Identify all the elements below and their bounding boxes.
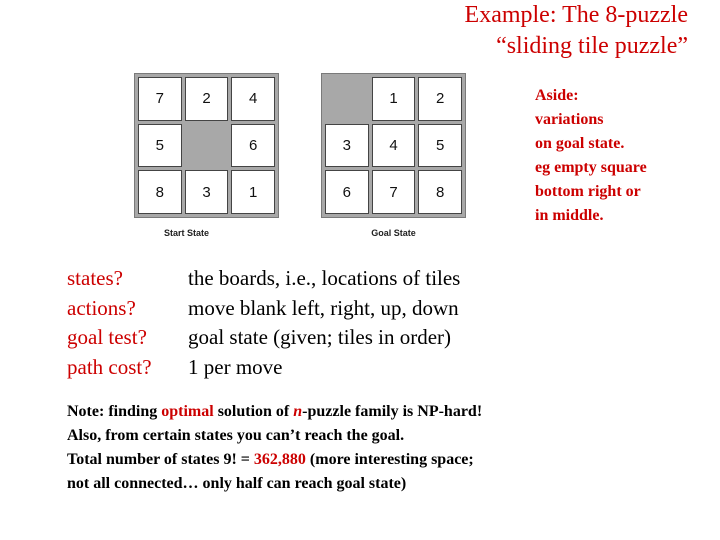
note-text: -puzzle family is NP-hard! [302, 403, 483, 420]
qa-question: goal test? [67, 325, 147, 349]
n-variable: n [293, 403, 303, 420]
complexity-note: Note: finding optimal solution of n-puzz… [67, 400, 697, 496]
goal-tile: 2 [418, 77, 462, 121]
note-line-2: Also, from certain states you can’t reac… [67, 427, 405, 444]
aside-line: variations [535, 111, 604, 128]
goal-tile: 6 [325, 170, 369, 214]
qa-row-states: states? the boards, i.e., locations of t… [67, 264, 460, 294]
state-count-highlight: 362,880 [253, 451, 306, 468]
start-tile: 5 [138, 123, 182, 168]
blank-tile [325, 77, 369, 121]
qa-answer: the boards, i.e., locations of tiles [188, 266, 461, 290]
start-tile: 4 [231, 77, 275, 121]
aside-note: Aside: variations on goal state. eg empt… [535, 84, 715, 228]
note-line-3: Total number of states 9! = 362,880 (mor… [67, 448, 697, 472]
problem-formulation: states? the boards, i.e., locations of t… [67, 264, 460, 382]
aside-line: Aside: [535, 87, 579, 104]
note-line-4: not all connected… only half can reach g… [67, 475, 407, 492]
optimal-highlight: optimal [161, 403, 214, 420]
goal-tile: 4 [371, 123, 416, 168]
qa-question: actions? [67, 295, 136, 320]
aside-line: on goal state. [535, 135, 625, 152]
aside-line: in middle. [535, 207, 604, 224]
blank-tile [184, 123, 229, 168]
note-text: Note: finding [67, 403, 162, 420]
goal-tile: 8 [418, 170, 462, 214]
goal-tile: 3 [325, 123, 369, 168]
qa-answer: 1 per move [188, 354, 283, 379]
note-line-1: Note: finding optimal solution of n-puzz… [67, 400, 697, 424]
start-tile: 8 [138, 170, 182, 214]
note-text: Total number of states 9! = [67, 451, 254, 468]
slide-title: Example: The 8-puzzle “sliding tile puzz… [268, 0, 688, 62]
qa-row-actions: actions? move blank left, right, up, dow… [67, 294, 460, 324]
goal-tile: 7 [371, 170, 416, 214]
aside-line: eg empty square [535, 159, 647, 176]
start-state-label: Start State [163, 228, 209, 238]
aside-line: bottom right or [535, 183, 641, 200]
start-tile: 2 [184, 77, 229, 121]
goal-state-board: 1 2 3 4 5 6 7 8 [321, 73, 466, 218]
qa-question: path cost? [67, 354, 152, 379]
start-tile: 6 [231, 123, 275, 168]
qa-answer: move blank left, right, up, down [188, 295, 459, 320]
start-tile: 7 [138, 77, 182, 121]
qa-answer: goal state (given; tiles in order) [188, 325, 452, 349]
qa-row-path-cost: path cost? 1 per move [67, 353, 460, 383]
goal-state-label: Goal State [371, 228, 416, 238]
qa-row-goal-test: goal test? goal state (given; tiles in o… [67, 323, 460, 353]
note-text: (more interesting space; [305, 451, 474, 468]
title-line-2: “sliding tile puzzle” [496, 33, 688, 59]
start-tile: 3 [184, 170, 229, 214]
title-line-1: Example: The 8-puzzle [464, 2, 688, 28]
start-state-board: 7 2 4 5 6 8 3 1 [134, 73, 279, 218]
qa-question: states? [67, 266, 123, 290]
note-text: solution of [213, 403, 294, 420]
goal-tile: 5 [418, 123, 462, 168]
goal-tile: 1 [371, 77, 416, 121]
start-tile: 1 [231, 170, 275, 214]
